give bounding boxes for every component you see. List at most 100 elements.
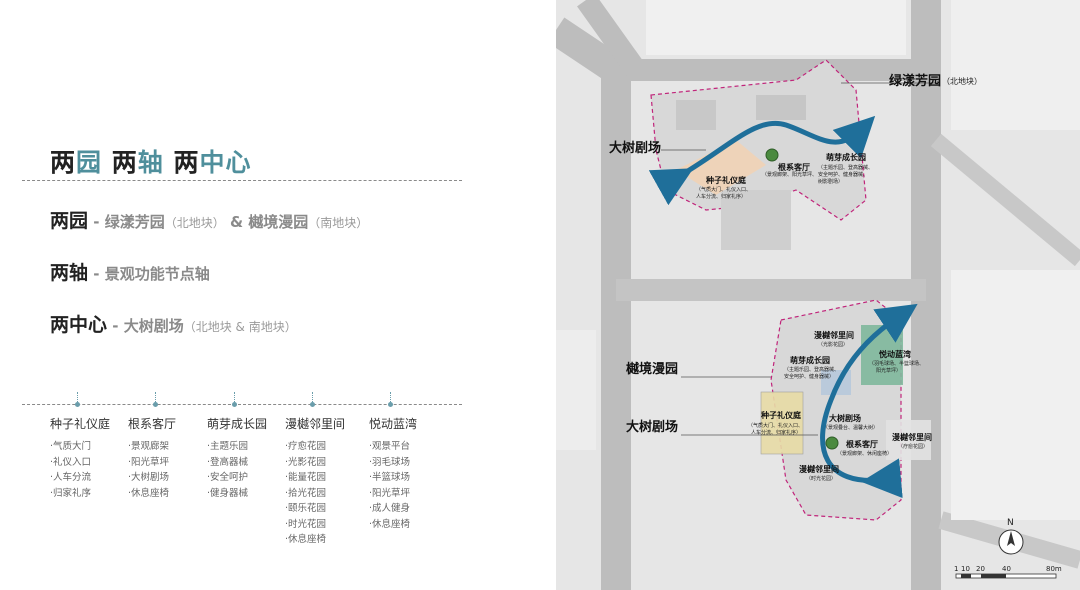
road bbox=[930, 133, 1080, 267]
site-plan-map: 绿漾芳园 （北地块） 大树剧场 樾境漫园 大树剧场 根系客厅 萌芽成长园 （主题… bbox=[556, 0, 1080, 590]
svg-text:树影剧场）: 树影剧场） bbox=[818, 178, 843, 185]
column-dot bbox=[232, 402, 237, 407]
list-item: ·安全呵护 bbox=[207, 472, 249, 483]
label-south-garden: 樾境漫园 bbox=[626, 361, 678, 377]
label-theater-north: 大树剧场 bbox=[609, 140, 661, 156]
list-item: ·颐乐花园 bbox=[285, 503, 327, 514]
road bbox=[556, 17, 631, 590]
seed-court-zone-south bbox=[760, 391, 804, 455]
list-item: ·归家礼序 bbox=[50, 487, 92, 499]
node-neighbor-bottom: 漫樾邻里间 bbox=[799, 464, 839, 474]
svg-text:40: 40 bbox=[1002, 565, 1011, 573]
list-item: ·休息座椅 bbox=[285, 534, 327, 545]
svg-text:安全呵护、健身器械）: 安全呵护、健身器械） bbox=[784, 373, 834, 380]
label-north-garden: 绿漾芳园 bbox=[889, 73, 941, 89]
list-item: ·阳光草坪 bbox=[369, 487, 411, 499]
svg-text:20: 20 bbox=[976, 565, 985, 573]
svg-text:（气质大门、礼仪入口、: （气质大门、礼仪入口、 bbox=[696, 186, 751, 193]
svg-text:1: 1 bbox=[954, 565, 958, 573]
column-neighbor: 漫樾邻里间 ·疗愈花园 ·光影花园 ·能量花园 ·拾光花园 ·颐乐花园 ·时光花… bbox=[285, 415, 365, 548]
svg-text:安全呵护、健身器械、: 安全呵护、健身器械、 bbox=[818, 171, 868, 178]
building bbox=[756, 95, 806, 120]
node-neighbor-top: 漫樾邻里间 bbox=[814, 330, 854, 340]
list-item: ·健身器械 bbox=[207, 487, 249, 499]
block bbox=[951, 0, 1080, 130]
svg-text:（景观叠台、温馨大树）: （景观叠台、温馨大树） bbox=[823, 424, 878, 431]
list-item: ·登高器械 bbox=[207, 456, 249, 468]
list-item: ·半篮球场 bbox=[369, 472, 411, 483]
svg-text:阳光草坪）: 阳光草坪） bbox=[876, 367, 901, 374]
svg-text:（主题乐园、登高器械、: （主题乐园、登高器械、 bbox=[818, 164, 873, 171]
column-dot bbox=[75, 402, 80, 407]
list-item: ·观景平台 bbox=[369, 441, 411, 452]
column-tick bbox=[155, 392, 156, 402]
label-theater-south: 大树剧场 bbox=[626, 419, 678, 435]
node-bay: 悦动蓝湾 bbox=[879, 349, 911, 359]
column-dot bbox=[310, 402, 315, 407]
svg-text:（时光花园）: （时光花园） bbox=[806, 475, 836, 482]
tree-icon bbox=[765, 148, 779, 162]
divider bbox=[22, 404, 462, 405]
list-item: ·光影花园 bbox=[285, 456, 327, 468]
list-item: ·主题乐园 bbox=[207, 441, 249, 452]
column-dot bbox=[153, 402, 158, 407]
list-item: ·羽毛球场 bbox=[369, 456, 411, 468]
concept-two-axes: 两轴 - 景观功能节点轴 bbox=[50, 262, 210, 284]
svg-text:（景观廊架、休闲座椅）: （景观廊架、休闲座椅） bbox=[837, 450, 892, 457]
list-item: ·大树剧场 bbox=[128, 472, 170, 483]
node-neighbor-right: 漫樾邻里间 bbox=[892, 432, 932, 442]
column-root-hall: 根系客厅 ·景观廊架 ·阳光草坪 ·大树剧场 ·休息座椅 bbox=[128, 415, 208, 501]
column-tick bbox=[312, 392, 313, 402]
column-dot bbox=[388, 402, 393, 407]
list-item: ·休息座椅 bbox=[128, 487, 170, 499]
list-item: ·休息座椅 bbox=[369, 518, 411, 530]
list-item: ·阳光草坪 bbox=[128, 456, 170, 468]
svg-text:10: 10 bbox=[961, 565, 970, 573]
svg-text:（主题乐园、登高器械、: （主题乐园、登高器械、 bbox=[784, 366, 839, 373]
north-axis-arrow bbox=[648, 115, 876, 206]
svg-text:人车分流、归家礼序）: 人车分流、归家礼序） bbox=[751, 429, 801, 436]
column-tick bbox=[234, 392, 235, 402]
svg-text:人车分流、归家礼序）: 人车分流、归家礼序） bbox=[696, 193, 746, 200]
list-item: ·能量花园 bbox=[285, 472, 327, 483]
column-seed: 种子礼仪庭 ·气质大门 ·礼仪入口 ·人车分流 ·归家礼序 bbox=[50, 415, 130, 501]
svg-text:N: N bbox=[1007, 518, 1014, 528]
block bbox=[646, 0, 906, 55]
svg-text:（气质大门、礼仪入口、: （气质大门、礼仪入口、 bbox=[748, 422, 803, 429]
node-theater-south: 大树剧场 bbox=[829, 413, 861, 423]
node-seed-south: 种子礼仪庭 bbox=[760, 410, 802, 420]
svg-text:（景观廊架、阳光草坪、: （景观廊架、阳光草坪、 bbox=[762, 171, 817, 178]
list-item: ·时光花园 bbox=[285, 518, 327, 530]
block bbox=[951, 270, 1080, 520]
scale-bar: 1 10 20 40 80m bbox=[954, 565, 1062, 579]
svg-text:（羽毛球场、半篮球场、: （羽毛球场、半篮球场、 bbox=[869, 360, 924, 367]
node-sprout-south: 萌芽成长园 bbox=[790, 355, 830, 365]
svg-text:80m: 80m bbox=[1046, 565, 1062, 573]
column-sprout: 萌芽成长园 ·主题乐园 ·登高器械 ·安全呵护 ·健身器械 bbox=[207, 415, 287, 501]
page-title: 两园 两轴 两中心 bbox=[50, 148, 252, 177]
concept-two-centers: 两中心 - 大树剧场（北地块 & 南地块） bbox=[50, 314, 297, 336]
tree-icon bbox=[825, 436, 839, 450]
list-item: ·拾光花园 bbox=[285, 487, 327, 499]
list-item: ·疗愈花园 bbox=[285, 441, 327, 452]
node-root-hall-south: 根系客厅 bbox=[846, 439, 878, 449]
block bbox=[556, 330, 596, 450]
list-item: ·礼仪入口 bbox=[50, 456, 92, 468]
node-sprout: 萌芽成长园 bbox=[826, 152, 866, 162]
divider bbox=[22, 180, 462, 181]
legend-panel: 两园 两轴 两中心 两园 - 绿漾芳园（北地块） & 樾境漫园（南地块） 两轴 … bbox=[22, 148, 462, 548]
list-item: ·成人健身 bbox=[369, 503, 411, 514]
concept-two-gardens: 两园 - 绿漾芳园（北地块） & 樾境漫园（南地块） bbox=[50, 210, 369, 232]
column-tick bbox=[77, 392, 78, 402]
list-item: ·人车分流 bbox=[50, 472, 92, 483]
north-arrow-icon: N bbox=[998, 518, 1024, 555]
column-tick bbox=[390, 392, 391, 402]
column-bay: 悦动蓝湾 ·观景平台 ·羽毛球场 ·半篮球场 ·阳光草坪 ·成人健身 ·休息座椅 bbox=[369, 415, 449, 532]
node-seed: 种子礼仪庭 bbox=[705, 175, 747, 185]
label-north-garden-note: （北地块） bbox=[942, 76, 982, 86]
list-item: ·景观廊架 bbox=[128, 441, 170, 452]
south-axis-arrow bbox=[820, 303, 918, 499]
svg-text:（光影花园）: （光影花园） bbox=[818, 341, 848, 348]
svg-text:（疗愈花园）: （疗愈花园） bbox=[898, 443, 928, 450]
list-item: ·气质大门 bbox=[50, 441, 92, 452]
